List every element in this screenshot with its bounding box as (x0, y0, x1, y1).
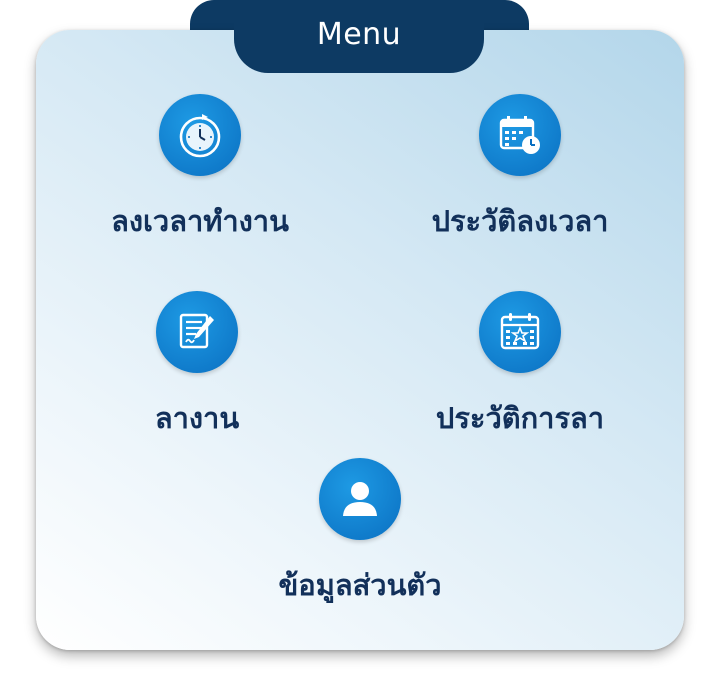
menu-card (36, 30, 684, 650)
menu-item-label: ลางาน (154, 401, 240, 435)
menu-item-label: ลงเวลาทำงาน (111, 204, 289, 238)
page-title: Menu (316, 17, 402, 52)
clock-icon (159, 94, 241, 176)
menu-item-profile[interactable]: ข้อมูลส่วนตัว (210, 458, 510, 608)
menu-item-label: ประวัติลงเวลา (431, 204, 609, 238)
calendar-star-icon (479, 291, 561, 373)
menu-item-label: ประวัติการลา (435, 401, 605, 435)
user-icon (319, 458, 401, 540)
menu-item-leave[interactable]: ลางาน (47, 291, 347, 441)
calendar-clock-icon (479, 94, 561, 176)
menu-item-clock-in[interactable]: ลงเวลาทำงาน (50, 94, 350, 244)
menu-item-label: ข้อมูลส่วนตัว (278, 568, 442, 602)
leave-form-icon (156, 291, 238, 373)
menu-item-time-history[interactable]: ประวัติลงเวลา (370, 94, 670, 244)
menu-item-leave-history[interactable]: ประวัติการลา (370, 291, 670, 441)
header-tab: Menu (234, 0, 484, 73)
